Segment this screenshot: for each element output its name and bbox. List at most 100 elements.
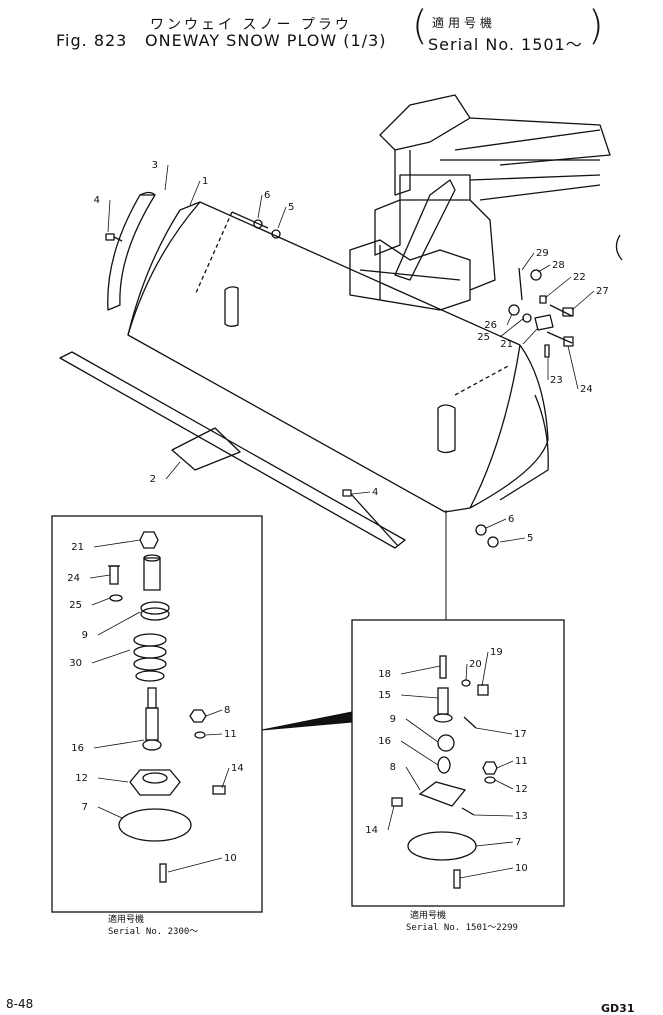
figure-title: ONEWAY SNOW PLOW (1/3) <box>145 31 387 50</box>
callout-leader-right_box-17 <box>475 727 513 735</box>
callout-leader-main-25 <box>499 317 525 338</box>
callout-left_box-8: 8 <box>224 705 230 716</box>
callout-right_box-10: 10 <box>515 863 528 874</box>
callout-right_box-20: 20 <box>469 659 482 670</box>
washer-5-top <box>271 229 281 239</box>
callout-leader-right_box-7 <box>475 841 514 847</box>
callout-leader-right_box-18 <box>400 665 441 675</box>
left-bolt-10 <box>159 863 167 883</box>
callout-leader-left_box-21 <box>93 539 141 548</box>
right-caption-jp: 適用号機 <box>410 911 447 921</box>
callout-leader-main-2 <box>165 461 181 480</box>
callout-leader-main-27 <box>571 290 595 311</box>
callout-right_box-7: 7 <box>515 837 521 848</box>
right-bolt-10 <box>453 869 461 889</box>
serial-range: Serial No. 1501～ <box>428 35 583 54</box>
callout-right_box-8: 8 <box>390 762 396 773</box>
japanese-title: ワンウェイ スノー プラウ <box>150 17 352 33</box>
callout-leader-main-4 <box>351 491 371 495</box>
callout-leader-main-1 <box>189 180 201 206</box>
left-caption-serial: Serial No. 2300～ <box>108 927 199 937</box>
callout-right_box-11: 11 <box>515 756 528 767</box>
left-caption-jp: 適用号機 <box>108 915 145 925</box>
paren-close: ) <box>588 3 604 49</box>
bolt-4-bottom <box>342 489 399 547</box>
callout-leader-main-3 <box>164 164 169 191</box>
right-bolt-19 <box>477 684 489 696</box>
callout-main-5: 5 <box>288 202 294 213</box>
callout-leader-right_box-10 <box>459 867 514 879</box>
callout-leader-main-6 <box>485 518 507 529</box>
left-detail-box <box>51 515 263 913</box>
callout-right_box-19: 19 <box>490 647 503 658</box>
right-holder-8 <box>418 781 467 807</box>
callout-leader-right_box-16 <box>400 740 439 766</box>
callout-left_box-25: 25 <box>69 600 82 611</box>
callout-right_box-15: 15 <box>378 690 391 701</box>
callout-right_box-16: 16 <box>378 736 391 747</box>
right-pin-18 <box>439 655 447 679</box>
callout-leader-right_box-12 <box>494 779 514 790</box>
callout-main-21: 21 <box>500 339 513 350</box>
right-pin-17 <box>463 716 477 729</box>
callout-main-6: 6 <box>508 514 514 525</box>
callout-leader-right_box-20 <box>465 663 468 681</box>
side-shoe <box>107 191 156 311</box>
callout-leader-left_box-14 <box>221 767 230 789</box>
callout-leader-right_box-15 <box>400 694 439 699</box>
callout-leader-left_box-8 <box>205 709 223 717</box>
callout-leader-main-5 <box>499 537 526 543</box>
callout-leader-left_box-24 <box>89 574 111 579</box>
cutting-edge <box>59 351 406 549</box>
callout-right_box-9: 9 <box>390 714 396 725</box>
nut-6-bottom <box>475 524 487 536</box>
left-shaft-16 <box>142 687 162 751</box>
callout-leader-left_box-30 <box>91 649 131 664</box>
moldboard <box>127 201 549 513</box>
callout-leader-main-22 <box>544 276 572 299</box>
callout-leader-left_box-25 <box>91 597 111 606</box>
callout-main-24: 24 <box>580 384 593 395</box>
machine-frame <box>349 94 623 311</box>
callout-left_box-14: 14 <box>231 763 244 774</box>
callout-main-27: 27 <box>596 286 609 297</box>
right-pin-13 <box>461 807 475 816</box>
left-nut-11 <box>189 709 207 723</box>
callout-left_box-21: 21 <box>71 542 84 553</box>
figure-number: Fig. 823 <box>56 31 128 50</box>
callout-main-6: 6 <box>264 190 270 201</box>
callout-leader-right_box-13 <box>473 814 514 817</box>
callout-left_box-10: 10 <box>224 853 237 864</box>
left-disc-7 <box>118 808 192 842</box>
washer-5-bottom <box>487 536 499 548</box>
model-code: GD31 <box>601 1002 635 1015</box>
callout-main-5: 5 <box>527 533 533 544</box>
callout-left_box-7: 7 <box>82 802 88 813</box>
hardware-cluster <box>508 267 574 358</box>
callout-right_box-12: 12 <box>515 784 528 795</box>
bolt-4-top <box>105 233 123 242</box>
left-holder-8 <box>129 769 181 796</box>
box-link-arrow <box>261 711 353 731</box>
callout-left_box-9: 9 <box>82 630 88 641</box>
callout-leader-right_box-19 <box>481 651 489 687</box>
callout-leader-left_box-12 <box>97 777 129 783</box>
callout-main-28: 28 <box>552 260 565 271</box>
callout-leader-main-5 <box>277 206 287 229</box>
callout-leader-left_box-9 <box>97 611 141 636</box>
callout-left_box-30: 30 <box>69 658 82 669</box>
callout-main-2: 2 <box>150 474 156 485</box>
callout-main-26: 26 <box>484 320 497 331</box>
callout-leader-right_box-9 <box>405 718 439 743</box>
callout-main-25: 25 <box>477 332 490 343</box>
callout-left_box-12: 12 <box>75 773 88 784</box>
callout-leader-left_box-10 <box>167 857 223 873</box>
callout-main-4: 4 <box>372 487 378 498</box>
callout-leader-main-6 <box>257 194 263 219</box>
left-spacers-30 <box>133 633 167 682</box>
callout-left_box-24: 24 <box>67 573 80 584</box>
callout-main-23: 23 <box>550 375 563 386</box>
callout-leader-main-28 <box>537 264 551 273</box>
